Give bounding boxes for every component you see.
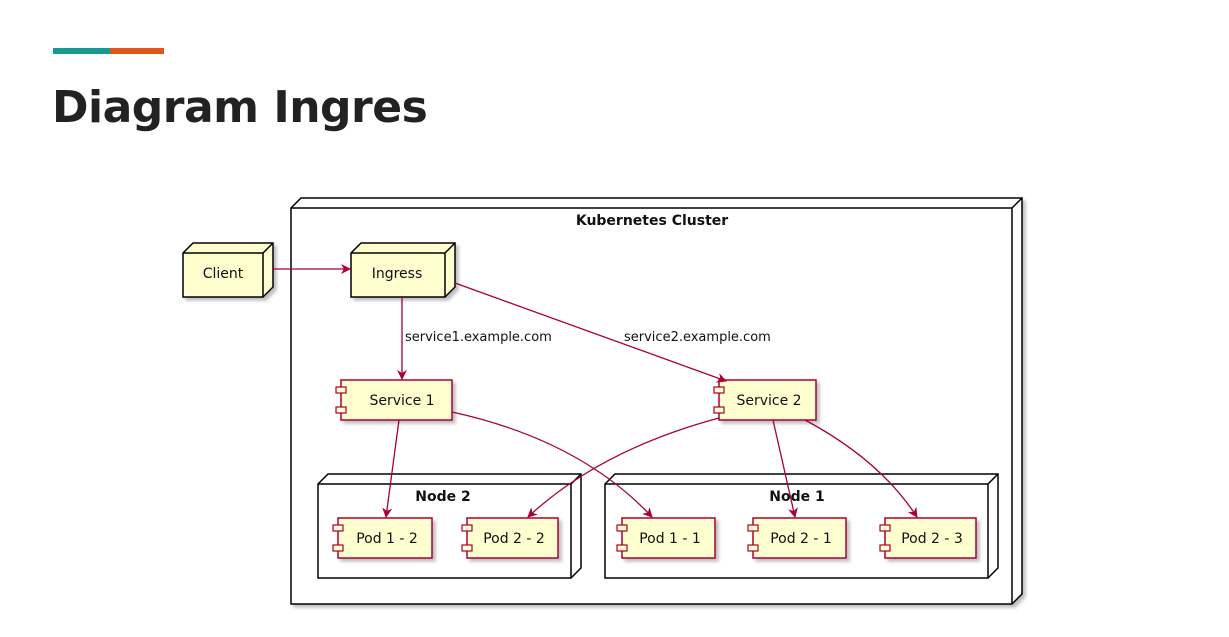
accent-bar-teal xyxy=(53,48,110,54)
client-node[interactable]: Client xyxy=(182,242,274,298)
pod-2-1-label: Pod 2 - 1 xyxy=(770,531,832,547)
cluster-label: Kubernetes Cluster xyxy=(576,213,728,229)
edge-service2-pod23 xyxy=(804,419,918,518)
slide-title: Diagram Ingres xyxy=(52,82,428,133)
service-2-label: Service 2 xyxy=(736,393,801,409)
service-2-component[interactable]: Service 2 xyxy=(713,379,817,421)
edges xyxy=(273,264,918,518)
edge-service2-pod22 xyxy=(527,417,720,518)
edge-label-service1: service1.example.com xyxy=(405,330,552,345)
pod-1-2-label: Pod 1 - 2 xyxy=(356,531,418,547)
edge-service2-pod21 xyxy=(772,419,798,518)
pod-1-1-label: Pod 1 - 1 xyxy=(639,531,701,547)
edge-label-service2: service2.example.com xyxy=(624,330,771,345)
pod-2-3-component[interactable]: Pod 2 - 3 xyxy=(879,517,977,559)
ingress-node[interactable]: Ingress xyxy=(350,242,456,298)
edge-ingress-service2 xyxy=(454,282,727,383)
pod-2-2-label: Pod 2 - 2 xyxy=(483,531,545,547)
node-1-label: Node 1 xyxy=(769,489,824,505)
edge-service1-pod11 xyxy=(451,411,653,518)
accent-bar-orange xyxy=(110,48,164,54)
ingress-label: Ingress xyxy=(372,266,423,282)
pod-1-1-component[interactable]: Pod 1 - 1 xyxy=(616,517,716,559)
node-2-label: Node 2 xyxy=(415,489,470,505)
pod-1-2-component[interactable]: Pod 1 - 2 xyxy=(332,517,433,559)
service-1-component[interactable]: Service 1 xyxy=(335,379,453,421)
pod-2-3-label: Pod 2 - 3 xyxy=(901,531,963,547)
pod-2-2-component[interactable]: Pod 2 - 2 xyxy=(461,517,559,559)
pod-2-1-component[interactable]: Pod 2 - 1 xyxy=(747,517,847,559)
client-label: Client xyxy=(203,266,244,282)
edge-service1-pod12 xyxy=(382,419,400,518)
service-1-label: Service 1 xyxy=(369,393,434,409)
